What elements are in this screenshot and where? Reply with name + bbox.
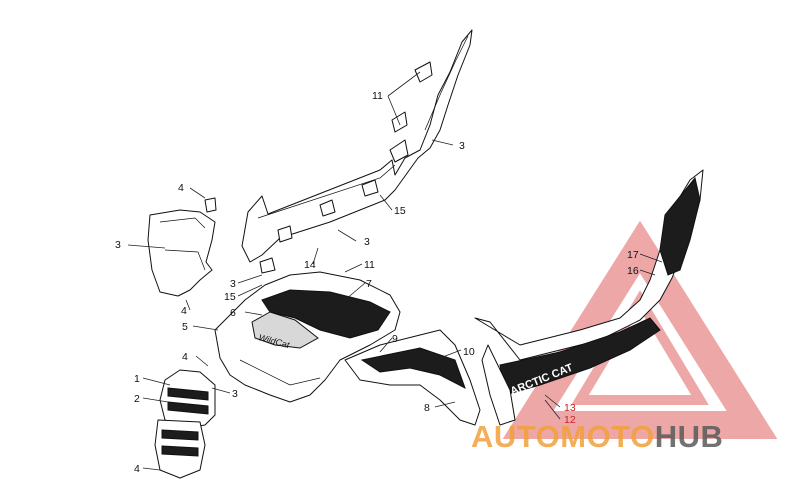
callout-4-grille: 4: [182, 351, 188, 363]
callout-3-hood-left: 3: [230, 278, 236, 290]
callout-15-hood: 15: [224, 291, 236, 303]
callout-14: 14: [304, 259, 316, 271]
side-panel-left: [344, 329, 481, 426]
callout-9: 9: [392, 333, 398, 345]
callout-3-upper-right: 3: [459, 140, 465, 152]
callout-5: 5: [182, 321, 188, 333]
callout-1: 1: [134, 373, 140, 385]
callout-10: 10: [463, 346, 475, 358]
callout-11-upper: 11: [372, 90, 383, 102]
side-panel-right: ARCTIC CAT: [474, 169, 704, 426]
callout-16: 16: [627, 265, 639, 277]
watermark-logo: AUTOMOTOHUB: [471, 419, 723, 454]
callout-8: 8: [424, 402, 430, 414]
leader-lines: [127, 71, 663, 471]
left-side-cover: [147, 197, 217, 297]
svg-text:AUTOMOTOHUB: AUTOMOTOHUB: [471, 419, 723, 454]
watermark-hub: HUB: [655, 419, 724, 454]
callout-4-left-top: 4: [178, 182, 184, 194]
callout-3-left: 3: [115, 239, 121, 251]
callout-7: 7: [366, 278, 372, 290]
callout-17: 17: [627, 249, 639, 261]
front-grille: [154, 369, 216, 479]
callout-12: 12: [564, 414, 576, 426]
callout-4-bottom: 4: [134, 463, 140, 475]
callout-3-grille: 3: [232, 388, 238, 400]
callout-3-mid: 3: [364, 236, 370, 248]
upper-dash-panel: [241, 29, 473, 274]
watermark-moto: MOTO: [560, 419, 654, 454]
hood: WildCat: [214, 271, 401, 403]
callout-11-hood: 11: [364, 259, 375, 271]
callout-2: 2: [134, 393, 140, 405]
watermark-auto: AUTO: [471, 419, 560, 454]
callout-13: 13: [564, 402, 576, 414]
callout-4-left-mid: 4: [181, 305, 187, 317]
callout-15-upper: 15: [394, 205, 406, 217]
callout-6: 6: [230, 307, 236, 319]
callout-labels: 11 3 4 15 3 3 14 3 11 15 7 4 6 5 9 10 4 …: [115, 90, 639, 475]
